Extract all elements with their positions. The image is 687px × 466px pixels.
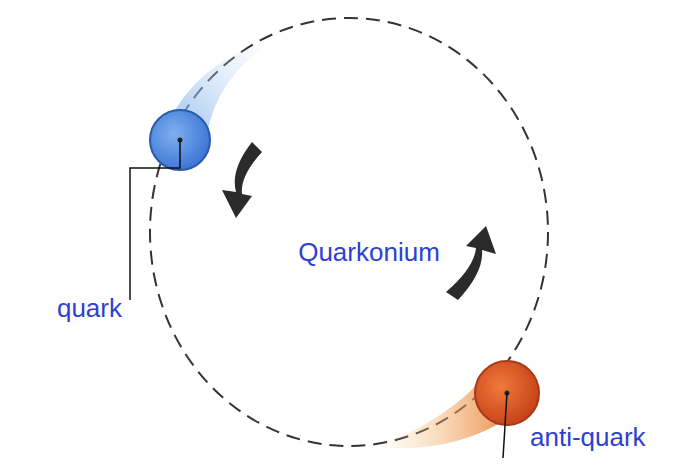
anti-quark-leader bbox=[503, 393, 507, 458]
quark-leader bbox=[130, 140, 180, 300]
part-label: anti-quark bbox=[530, 422, 646, 452]
part-label: quark bbox=[57, 293, 122, 323]
rotation-arrow bbox=[446, 226, 496, 300]
center-label: Quarkonium bbox=[298, 237, 440, 267]
rotation-arrow bbox=[222, 142, 262, 218]
orbit-circle bbox=[150, 18, 548, 446]
